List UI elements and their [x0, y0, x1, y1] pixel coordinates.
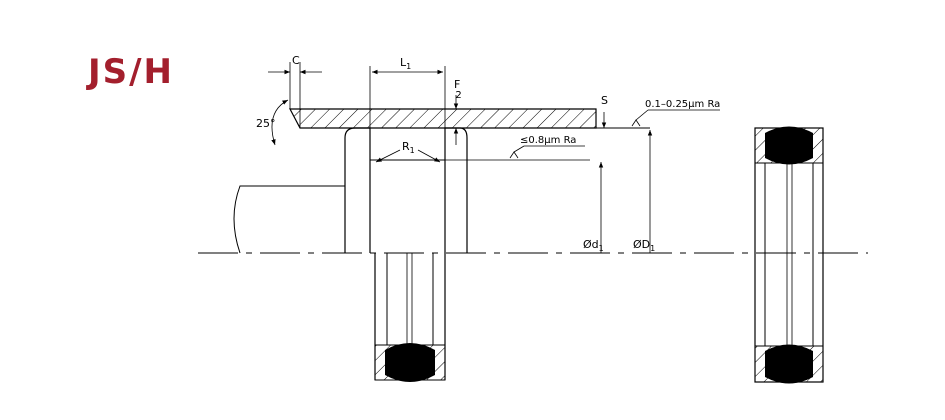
- roughness-outer-label: 0.1–0.25μm Ra: [645, 99, 720, 110]
- chamfer-dimension: C: [268, 54, 322, 128]
- roughness-inner-label: ≤0.8μm Ra: [520, 135, 576, 146]
- groove-length-label: L1: [400, 56, 411, 71]
- product-code-title: JS/H: [88, 52, 175, 92]
- clearance-dimension: S: [601, 94, 608, 128]
- piston-body: [233, 127, 590, 254]
- seal-cross-section-right: [754, 126, 824, 384]
- housing-section: [289, 108, 650, 129]
- outer-diameter-label: ØD1: [633, 238, 655, 253]
- angle-dimension: 25°: [256, 99, 289, 146]
- chamfer-label: C: [292, 54, 300, 67]
- seal-cross-section-lower: [374, 253, 446, 382]
- roughness-outer-callout: 0.1–0.25μm Ra: [631, 99, 720, 127]
- clearance-label: S: [601, 94, 608, 107]
- inner-diameter-label: Ød1: [583, 238, 604, 253]
- radius-dimension: R1: [375, 140, 441, 163]
- groove-length-dimension: L1: [369, 56, 446, 128]
- roughness-inner-callout: ≤0.8μm Ra: [509, 135, 585, 159]
- angle-label: 25°: [256, 117, 276, 130]
- radius-label: R1: [402, 140, 415, 155]
- diameter-dimensions: Ød1 ØD1: [583, 130, 655, 253]
